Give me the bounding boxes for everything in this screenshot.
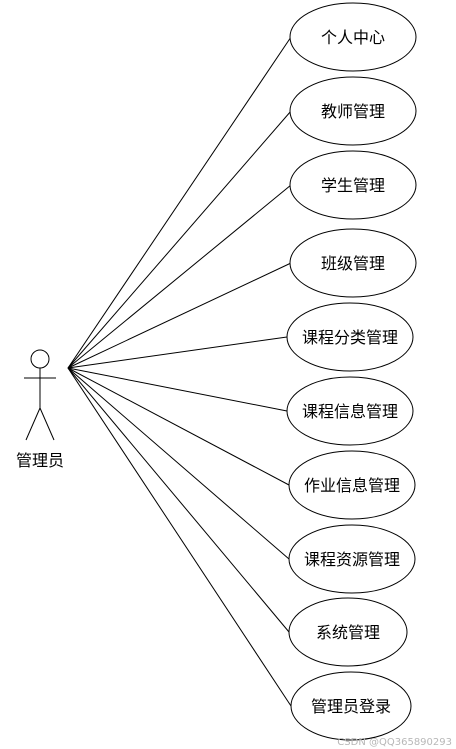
association-line <box>67 336 288 369</box>
use-case: 作业信息管理 <box>288 450 416 520</box>
association-line <box>67 110 292 369</box>
actor-label: 管理员 <box>16 451 64 470</box>
association-line <box>67 367 290 560</box>
use-case: 个人中心 <box>289 2 417 72</box>
use-case-label: 个人中心 <box>321 28 385 47</box>
association-line <box>67 184 292 369</box>
use-case-label: 管理员登录 <box>311 697 391 716</box>
association-line <box>67 367 290 633</box>
association-lines <box>67 36 292 707</box>
use-case-ellipse <box>288 524 416 594</box>
use-case-ellipse <box>290 671 412 741</box>
actor-left-leg <box>25 407 41 441</box>
use-case: 课程信息管理 <box>286 376 414 446</box>
use-case: 系统管理 <box>288 597 408 667</box>
use-case-label: 班级管理 <box>321 254 385 273</box>
use-case-label: 作业信息管理 <box>304 476 400 495</box>
use-case-label: 系统管理 <box>316 623 380 642</box>
use-case-label: 学生管理 <box>321 176 385 195</box>
association-line <box>67 367 292 707</box>
use-case: 课程资源管理 <box>288 524 416 594</box>
use-case-ellipse <box>289 2 417 72</box>
use-case-ellipse <box>288 597 408 667</box>
association-line <box>67 367 288 412</box>
association-line <box>67 262 292 369</box>
actor-right-leg <box>39 407 55 441</box>
use-case-ellipse <box>286 376 414 446</box>
use-case-label: 课程信息管理 <box>302 402 398 421</box>
use-case: 班级管理 <box>289 228 417 298</box>
actor <box>24 349 56 441</box>
use-case: 教师管理 <box>289 76 417 146</box>
use-case-ellipse <box>289 228 417 298</box>
use-case: 管理员登录 <box>290 671 412 741</box>
use-case-label: 课程分类管理 <box>302 328 398 347</box>
association-line <box>67 36 292 369</box>
use-case: 学生管理 <box>289 150 417 220</box>
use-case-label: 课程资源管理 <box>304 550 400 569</box>
use-case-ellipse <box>288 450 416 520</box>
use-case-ellipse <box>286 302 414 372</box>
use-case-ellipse <box>289 150 417 220</box>
watermark: CSDN @QQ365890293 <box>337 737 452 748</box>
use-case-label: 教师管理 <box>321 102 385 121</box>
association-line <box>67 367 290 486</box>
use-case-ellipse <box>289 76 417 146</box>
actor-head <box>30 349 50 369</box>
use-case: 课程分类管理 <box>286 302 414 372</box>
